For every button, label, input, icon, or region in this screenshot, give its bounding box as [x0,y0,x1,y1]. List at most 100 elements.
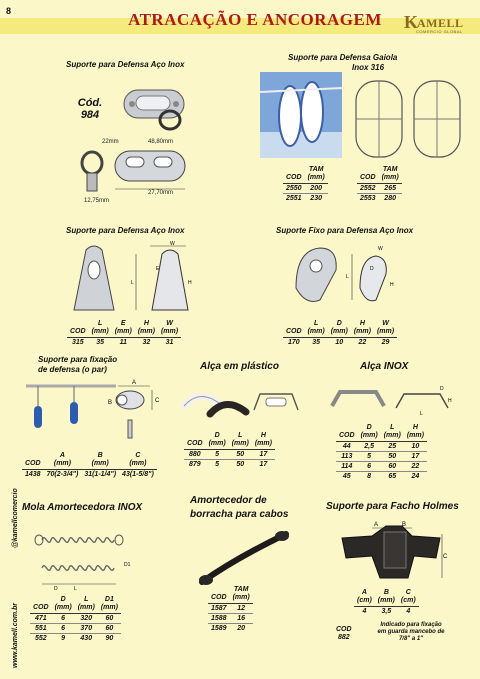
cell: 35 [312,339,321,346]
header-label: D [214,432,220,439]
s9-rubber-icon [199,531,289,585]
cell: 552 [30,633,52,643]
s1-dim-a: 22mm [102,139,119,145]
cell: 2,5 [364,443,374,450]
header-unit: (mm) [77,604,95,611]
header-unit: (cm) [357,597,372,604]
s6-title: Alça em plástico [200,361,279,372]
header-label: H [359,320,365,327]
cell: 320 [80,615,93,622]
header-unit: (cm) [400,597,416,604]
header-label: C [135,452,141,459]
cell: 3,5 [381,608,392,615]
column-header: C(mm) [119,452,157,470]
header-unit: (mm) [383,432,401,439]
website-url: www.kamell.com.br [12,602,19,668]
cell: 25 [388,443,397,450]
cell: 17 [259,451,268,458]
s10-title: Suporte para Facho Holmes [326,501,459,512]
column-header: B(mm) [374,589,398,607]
column-header: H(mm) [251,432,275,450]
s1-cod-label: Cód. [77,97,103,109]
cell: 70(2-3/4") [46,471,79,478]
s5-label-a: A [132,380,136,386]
s10-label-c: C [443,554,448,560]
cell: 471 [34,615,47,622]
s1-photo-icon [123,89,185,131]
header-label: L [390,424,395,431]
header-unit: (mm) [254,440,272,447]
header-label: COD [33,604,49,611]
s2-title-line1: Suporte para Defensa Gaiola [288,53,398,62]
cell: 6 [61,615,66,622]
s5-title-line1: Suporte para fixação [38,355,118,364]
s2-h-tam2: (mm) [307,174,325,181]
s10-note: Indicado para fixação em guarda mancebo … [362,622,460,643]
s5-drawing-icon: A B C [26,380,160,439]
s10-note-line1: Indicado para fixação [380,622,442,628]
s10-cod-label: COD [336,626,352,633]
cell: 45 [336,471,358,481]
header-unit: (mm) [91,328,109,335]
s2-h-tam-2: TAM(mm) [378,166,402,184]
cell: 2551 [283,193,305,203]
cell: 5 [205,459,229,469]
s9-h-tam2: (mm) [232,594,250,601]
cell: 8 [357,471,381,481]
s5-title-line2: de defensa (o par) [38,365,107,374]
column-header: D(mm) [51,596,75,614]
cell: 1589 [208,623,230,633]
s10-label-a: A [374,522,378,528]
s1-cod-value: 984 [80,109,100,121]
s10-code: COD 882 [336,626,352,642]
header-label: E [120,320,126,327]
cell: 1587 [211,605,227,612]
s1-dim-b: 48,80mm [148,139,174,145]
s1-title: Suporte para Defensa Aço Inox [66,60,185,69]
s1-dim-d: 12,75mm [84,198,110,204]
column-header: D(mm) [327,320,351,338]
header-label: L [238,432,243,439]
cell: 90 [97,633,121,643]
s8-label-d: D [54,586,58,592]
header-band [0,18,480,34]
s2-h-tam1: TAM [308,166,324,173]
cell: 2552 [360,185,376,192]
cell: 230 [304,193,328,203]
s10-note-line2: em guarda mancebo de [377,629,445,635]
cell: 60 [97,623,121,634]
header-label: L [97,320,103,327]
header-unit: (mm) [330,328,348,335]
cell: 9 [51,633,75,643]
header-label: C [405,589,411,596]
column-header: W(mm) [373,320,398,338]
header-label: COD [187,440,203,447]
cell: 24 [403,471,427,481]
cell: 44 [342,443,351,450]
s9-h-cod: COD [208,586,230,604]
header-label: COD [286,328,302,335]
s2-h-cod: COD [283,166,305,184]
column-header: H(mm) [403,424,427,442]
s2-photo-icon [259,72,343,158]
header-unit: (mm) [353,328,371,335]
s4-label-h: H [390,282,394,288]
cell: 113 [336,451,358,462]
header-unit: (mm) [231,440,249,447]
column-header: COD [30,596,52,614]
header-unit: (mm) [376,328,395,335]
column-header: L(mm) [88,320,112,338]
